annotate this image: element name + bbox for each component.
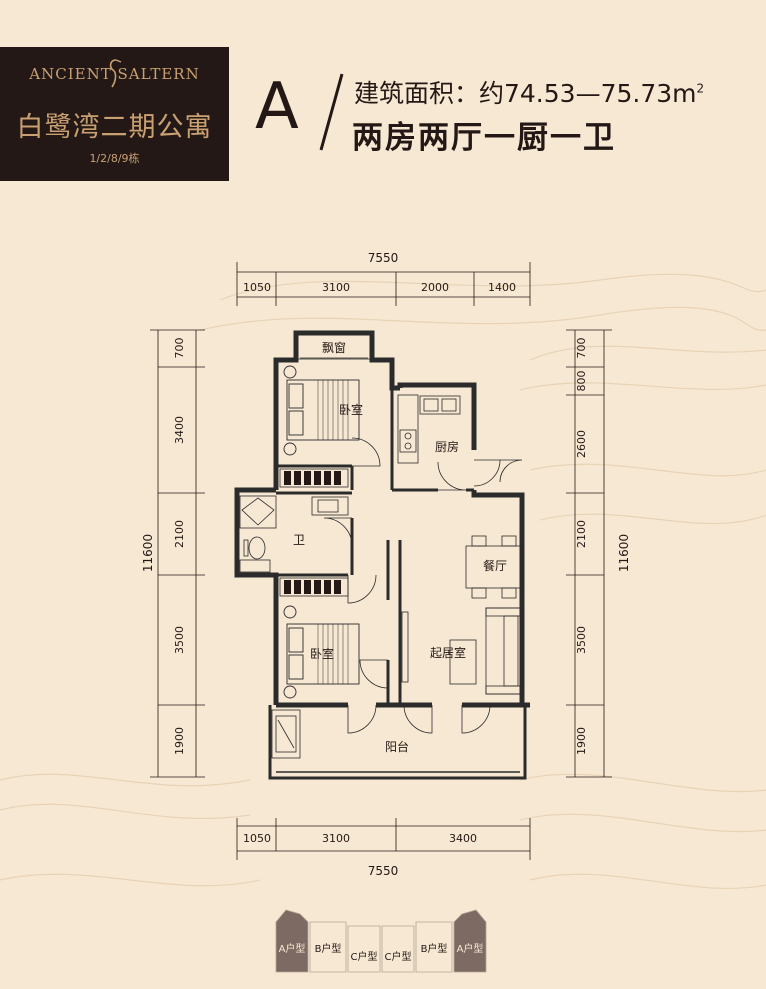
area-value: 建筑面积：约74.53—75.73m (354, 79, 697, 108)
bed-bottom (283, 605, 360, 699)
top-total-dim: 7550 (368, 251, 399, 265)
bottom-total-dim: 7550 (368, 864, 399, 878)
brand-english-name: ANCIENT SALTERN (29, 65, 200, 83)
top-dim-1: 1050 (243, 281, 271, 294)
left-dim-1: 700 (173, 338, 186, 359)
wardrobe-bottom (279, 577, 349, 597)
unit-layout: 两房两厅一厨一卫 (352, 120, 616, 156)
egret-logo-icon (109, 59, 122, 88)
key-tab-c-left: C户型 (350, 952, 378, 963)
right-total-dim: 11600 (617, 534, 631, 572)
kitchen-fixtures (397, 394, 461, 464)
left-dimension-lines (150, 329, 205, 778)
unit-type-letter: A (255, 70, 299, 144)
right-dimension-lines (566, 329, 612, 778)
key-tab-b-right: B户型 (420, 944, 448, 955)
right-dim-1: 700 (575, 338, 588, 359)
right-dim-4: 2100 (575, 520, 588, 548)
top-dim-4: 1400 (488, 281, 516, 294)
bottom-dimension-lines (236, 818, 531, 860)
key-tab-a-left: A户型 (278, 944, 306, 955)
bathroom-fixtures (239, 495, 349, 573)
bed-top (283, 365, 360, 456)
building-numbers: 1/2/8/9栋 (89, 152, 140, 165)
left-dim-5: 1900 (173, 727, 186, 755)
right-dim-2: 800 (575, 371, 588, 392)
bottom-dim-1: 1050 (243, 832, 271, 845)
dining-table (465, 535, 523, 599)
top-dimension-lines (236, 262, 531, 306)
room-label-bathroom: 卫 (293, 533, 305, 547)
room-label-bedroom-top: 卧室 (339, 402, 363, 417)
right-dim-3: 2600 (575, 430, 588, 458)
room-label-living: 起居室 (430, 645, 466, 660)
bottom-dim-2: 3100 (322, 832, 350, 845)
bay-window (297, 334, 371, 360)
room-label-balcony: 阳台 (385, 739, 409, 754)
right-dim-5: 3500 (575, 626, 588, 654)
brand-chinese-name: 白鹭湾二期公寓 (16, 112, 213, 143)
area-label: 建筑面积：约74.53—75.73m2 (354, 74, 704, 110)
interior-walls (276, 388, 474, 705)
key-tab-c-right: C户型 (384, 952, 412, 963)
bottom-dim-3: 3400 (449, 832, 477, 845)
room-label-kitchen: 厨房 (435, 439, 459, 454)
washing-machine (271, 709, 301, 759)
room-label-dining: 餐厅 (483, 558, 507, 573)
living-room-furniture (401, 607, 521, 695)
top-dim-2: 3100 (322, 281, 350, 294)
left-dim-4: 3500 (173, 626, 186, 654)
brand-logo-panel: ANCIENT SALTERN 白鹭湾二期公寓 1/2/8/9栋 (0, 47, 229, 181)
left-dim-2: 3400 (173, 416, 186, 444)
left-dim-3: 2100 (173, 520, 186, 548)
title-slash-divider (319, 73, 344, 151)
key-tab-b-left: B户型 (314, 944, 342, 955)
top-dim-3: 2000 (421, 281, 449, 294)
room-label-bay-window: 飘窗 (322, 341, 346, 355)
key-tab-a-right: A户型 (456, 944, 484, 955)
room-label-bedroom-bottom: 卧室 (310, 646, 334, 661)
wardrobe-top (279, 468, 349, 488)
walls (234, 330, 530, 780)
door-swings (323, 437, 523, 734)
left-total-dim: 11600 (141, 534, 155, 572)
area-unit-superscript: 2 (696, 81, 705, 96)
right-dim-6: 1900 (575, 727, 588, 755)
